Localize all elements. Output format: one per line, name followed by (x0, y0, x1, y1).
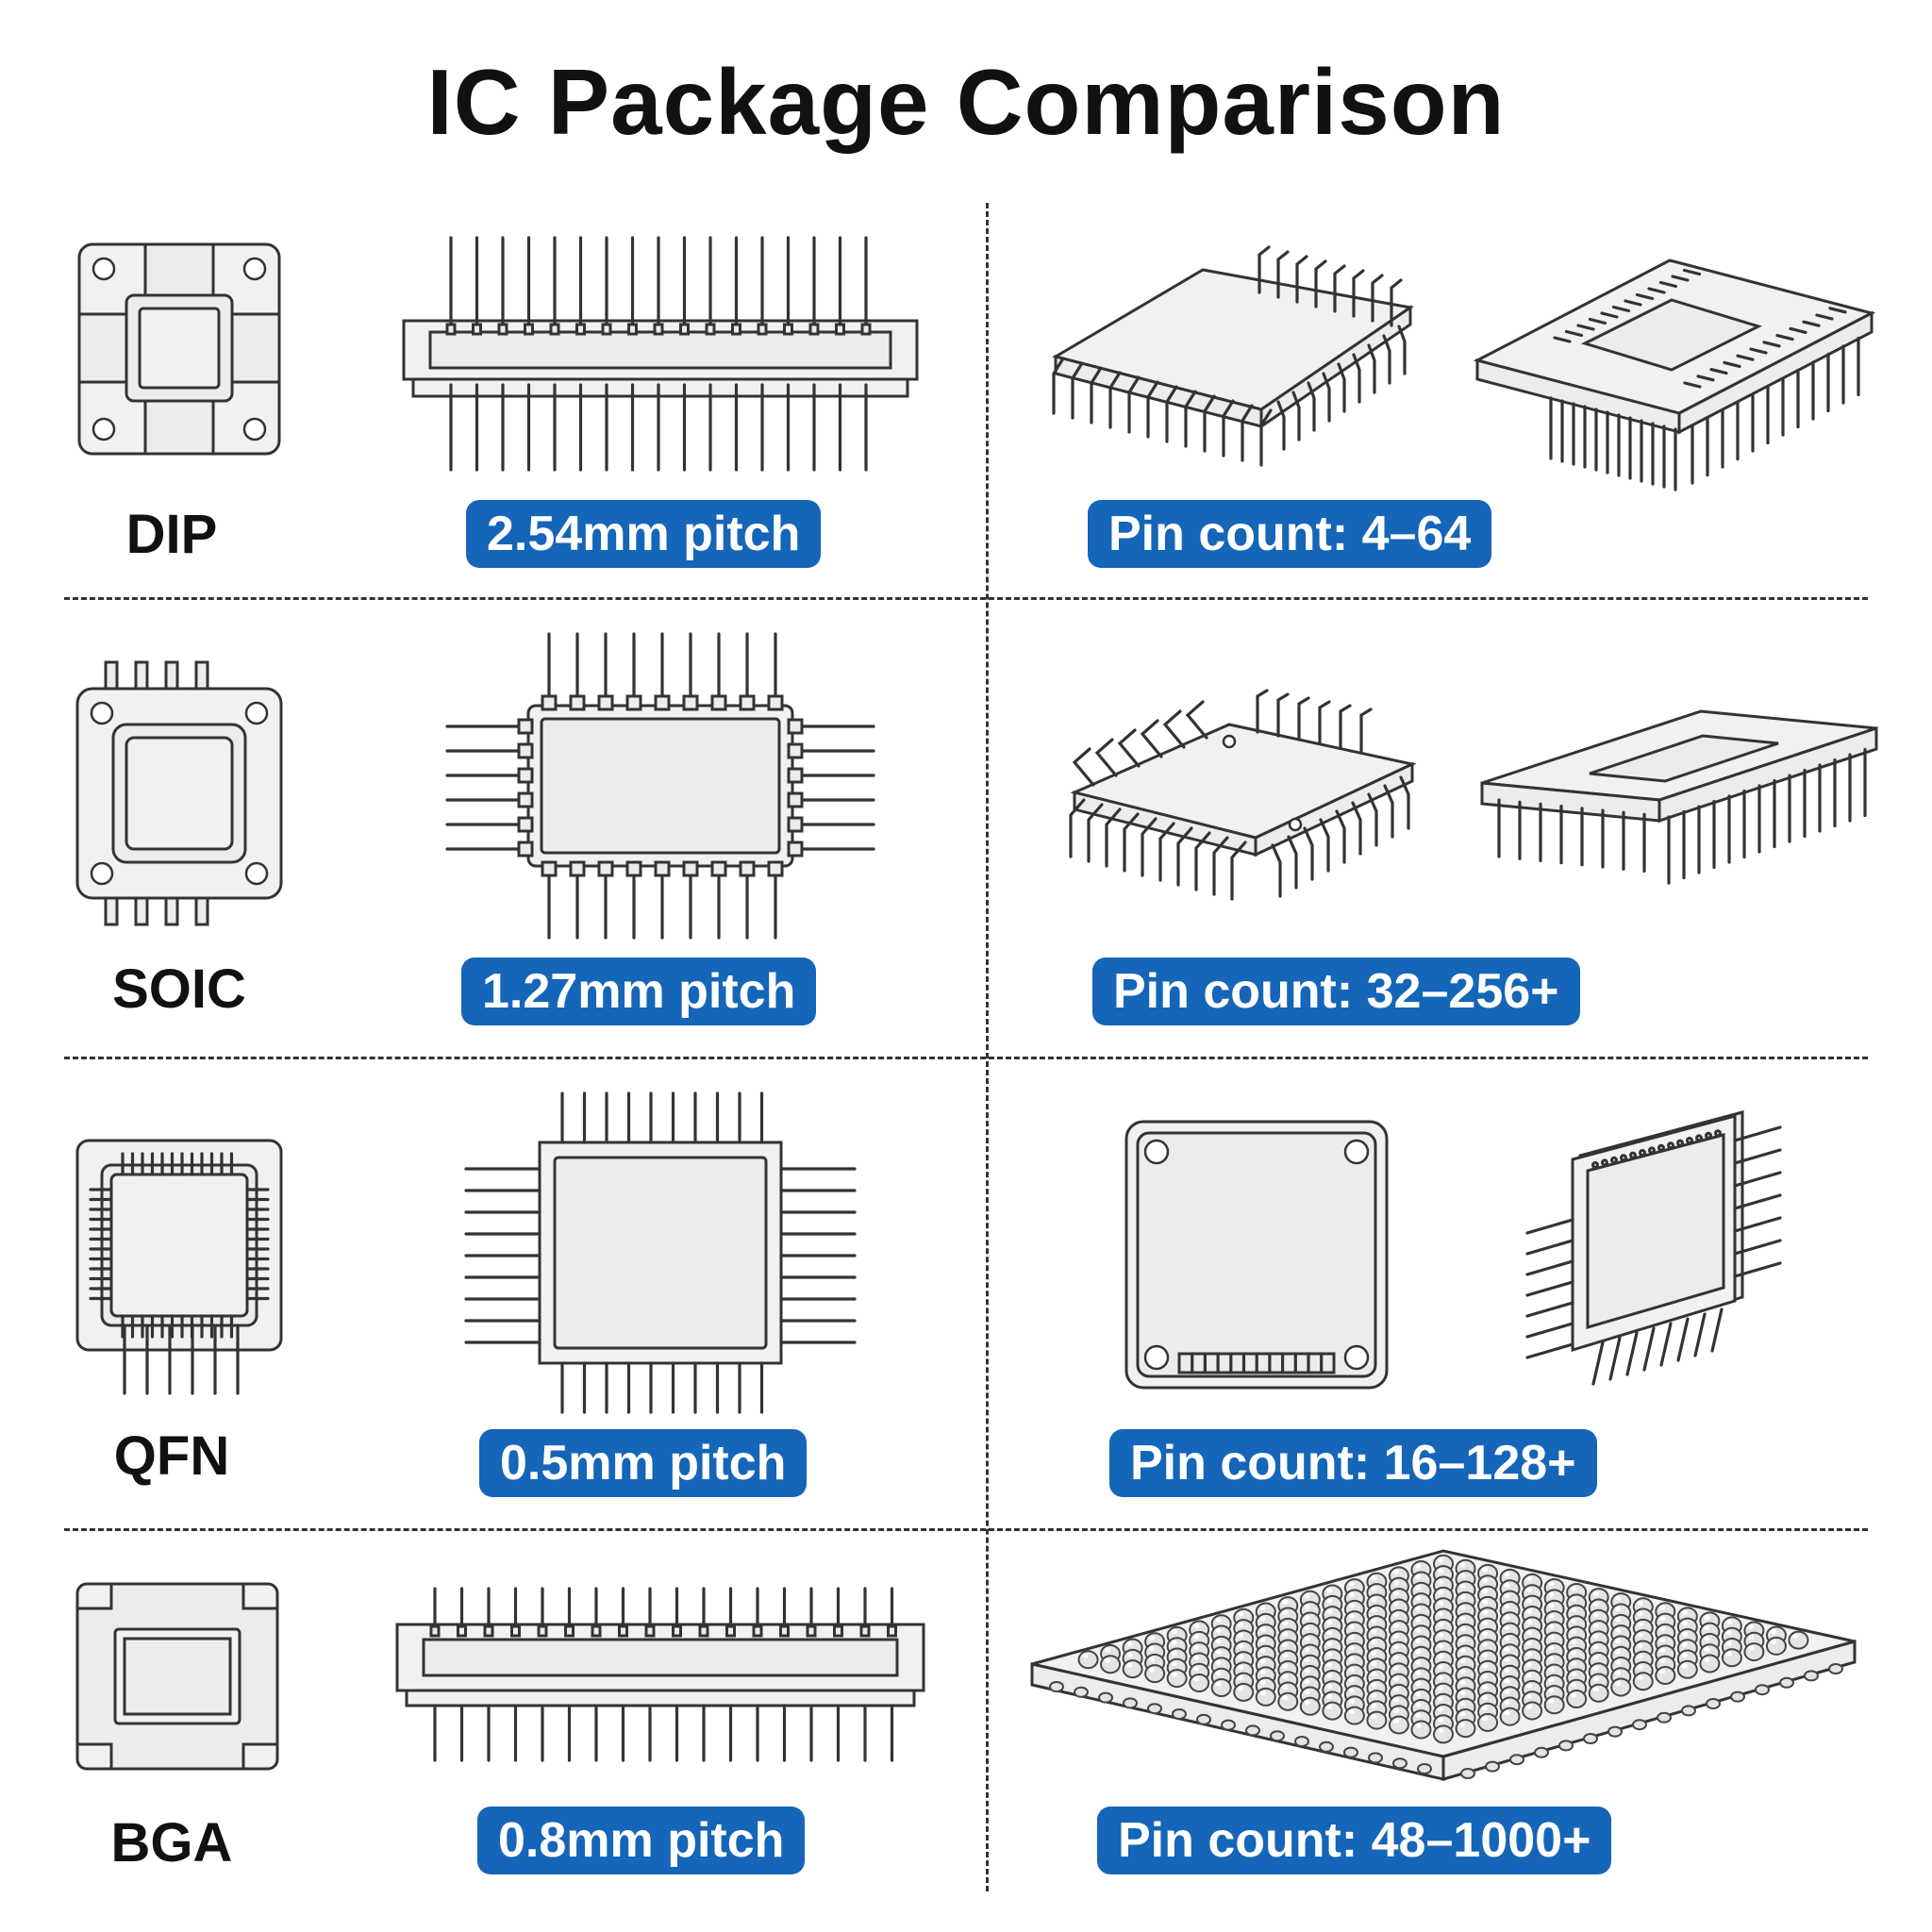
page-title: IC Package Comparison (426, 50, 1506, 154)
package-name-soic: SOIC (112, 958, 246, 1020)
dip-top-view-icon (77, 242, 281, 456)
pitch-badge-dip: 2.54mm pitch (466, 500, 822, 568)
pin-count-badge-dip: Pin count: 4–64 (1088, 500, 1492, 568)
dip-side-view-icon (402, 236, 919, 472)
pin-count-badge-bga: Pin count: 48–1000+ (1097, 1807, 1612, 1874)
package-name-qfn: QFN (113, 1425, 230, 1487)
row-divider-2 (64, 1057, 1868, 1059)
package-name-bga: BGA (110, 1812, 233, 1874)
row-divider-3 (64, 1528, 1868, 1531)
pin-count-badge-qfn: Pin count: 16–128+ (1109, 1429, 1597, 1497)
soic-top-view-icon (75, 660, 283, 926)
qfn-3d-leaded-icon (1525, 1110, 1782, 1386)
soic-chip-icon (445, 632, 875, 940)
vertical-divider (986, 203, 989, 1891)
qfn-bottom-pad-icon (1124, 1120, 1389, 1390)
pin-count-badge-soic: Pin count: 32–256+ (1092, 958, 1580, 1025)
pitch-badge-qfn: 0.5mm pitch (479, 1429, 808, 1497)
dip-through-hole-3d-icon (1473, 258, 1876, 491)
soic-gullwing-3d-icon (1069, 689, 1417, 901)
bga-side-view-icon (395, 1587, 925, 1762)
qfn-top-view-icon (75, 1139, 283, 1395)
package-name-dip: DIP (125, 504, 218, 565)
row-divider-1 (64, 597, 1868, 600)
bga-ball-grid-3d-icon (1030, 1549, 1857, 1781)
soic-through-hole-3d-icon (1480, 709, 1878, 885)
dip-gullwing-3d-icon (1052, 245, 1414, 467)
bga-top-view-icon (75, 1582, 279, 1771)
qfn-chip-icon (464, 1091, 857, 1414)
pitch-badge-bga: 0.8mm pitch (477, 1807, 806, 1874)
pitch-badge-soic: 1.27mm pitch (461, 958, 817, 1025)
